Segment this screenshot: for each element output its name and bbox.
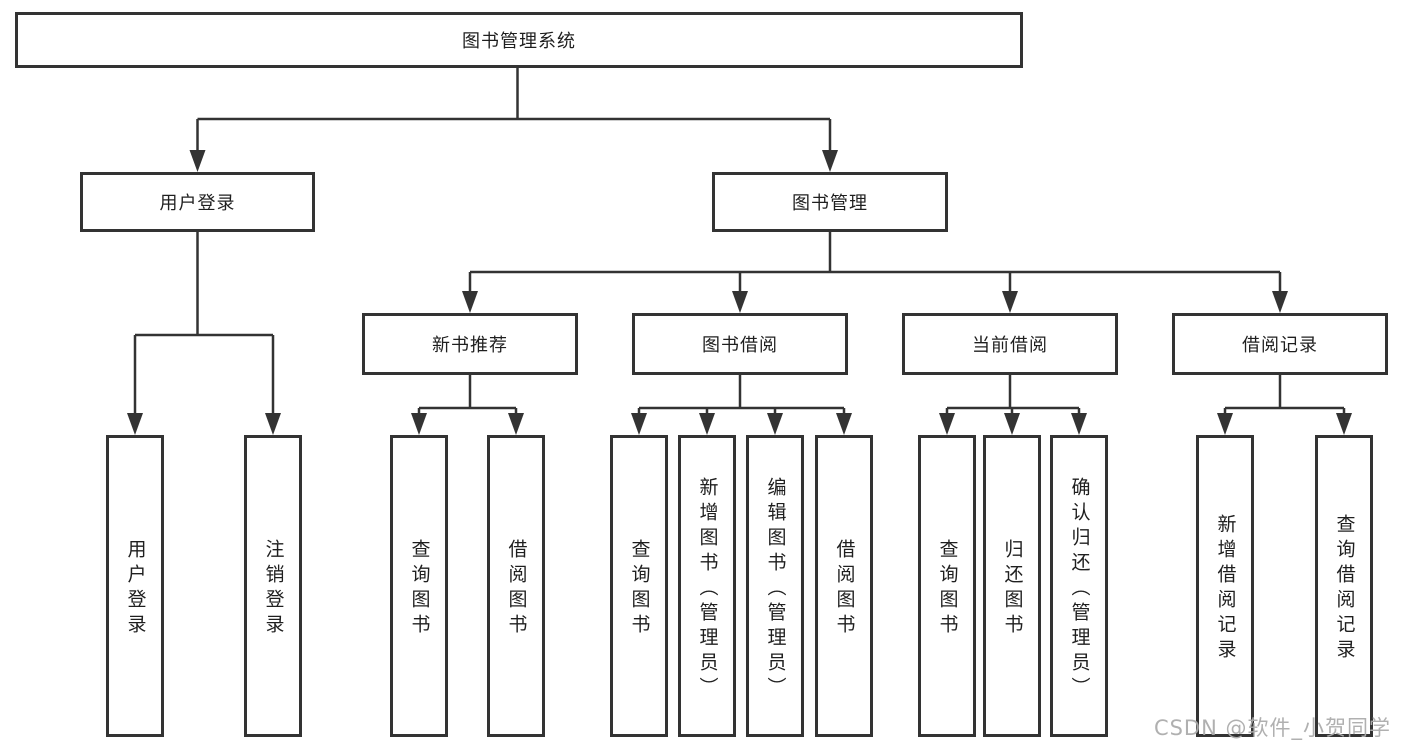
connector-bookmgmt-to-level3: [468, 232, 1282, 292]
node-current-borrow: 当前借阅: [902, 313, 1118, 375]
node-borrow-records: 借阅记录: [1172, 313, 1388, 375]
leaf-logout-login: 注销登录: [244, 435, 302, 737]
connector-records-to-leaves: [1223, 375, 1346, 414]
connector-userlogin-to-leaves: [133, 232, 275, 414]
watermark: CSDN @软件_小贺同学: [1153, 716, 1391, 740]
leaf-query-book-current: 查询图书: [918, 435, 976, 737]
leaf-add-book-admin: 新增图书（管理员）: [678, 435, 736, 737]
connector-root-to-level2: [196, 68, 832, 152]
leaf-edit-book-admin: 编辑图书（管理员）: [746, 435, 804, 737]
leaf-query-borrow-record: 查询借阅记录: [1315, 435, 1373, 737]
node-root-system: 图书管理系统: [15, 12, 1023, 68]
leaf-borrow-book-recommend: 借阅图书: [487, 435, 545, 737]
leaf-query-book-borrow: 查询图书: [610, 435, 668, 737]
connector-newbook-to-leaves: [417, 375, 518, 414]
node-book-borrow: 图书借阅: [632, 313, 848, 375]
leaf-user-login: 用户登录: [106, 435, 164, 737]
leaf-confirm-return-admin: 确认归还（管理员）: [1050, 435, 1108, 737]
leaf-borrow-book: 借阅图书: [815, 435, 873, 737]
node-new-book-recommend: 新书推荐: [362, 313, 578, 375]
leaf-add-borrow-record: 新增借阅记录: [1196, 435, 1254, 737]
leaf-query-book-recommend: 查询图书: [390, 435, 448, 737]
node-book-management: 图书管理: [712, 172, 948, 232]
leaf-return-book: 归还图书: [983, 435, 1041, 737]
connector-borrow-to-leaves: [637, 375, 846, 414]
node-user-login: 用户登录: [80, 172, 315, 232]
connector-current-to-leaves: [945, 375, 1081, 414]
